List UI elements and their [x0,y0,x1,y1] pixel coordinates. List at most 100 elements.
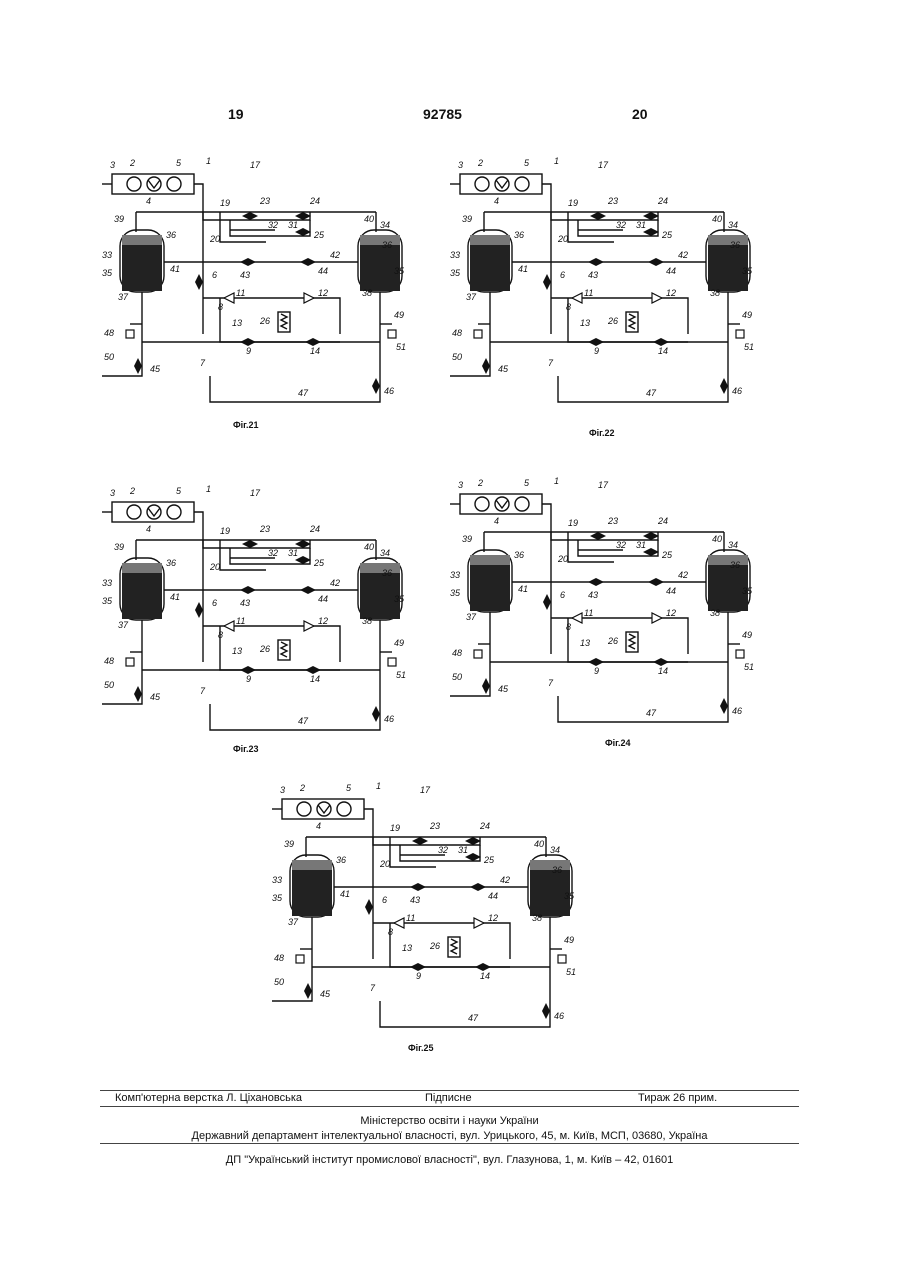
valve-icon [653,338,669,346]
footer-ministry: Міністерство освіти і науки України [100,1115,799,1127]
ref-label: 47 [298,388,309,398]
ref-label: 9 [246,346,251,356]
ref-label: 49 [394,310,404,320]
ref-label: 32 [268,548,278,558]
ref-label: 35 [564,891,575,901]
ref-label: 1 [206,484,211,494]
ref-label: 43 [588,270,598,280]
ref-label: 7 [200,686,206,696]
ref-label: 35 [102,596,113,606]
ref-label: 19 [568,198,578,208]
valve-icon [590,532,606,540]
valve-icon [543,594,551,610]
process-schematic: 3 2 5 4 1 17 19 23 24 25 32 31 20 39 40 … [100,478,400,743]
valve-icon [372,378,380,394]
ref-label: 34 [380,220,390,230]
desiccant-bed-left [470,565,510,611]
ref-label: 5 [346,783,352,793]
desiccant-top-left [122,563,162,573]
ref-label: 17 [250,160,261,170]
valve-icon [588,338,604,346]
ref-label: 11 [236,616,245,626]
ref-label: 47 [646,708,657,718]
valve-icon [295,540,311,548]
ref-label: 5 [176,486,182,496]
footer-circulation: Тираж 26 прим. [638,1092,717,1104]
valve-icon [365,899,373,915]
ref-label: 32 [616,540,626,550]
drain-trap-icon [126,330,134,338]
ref-label: 25 [661,550,673,560]
ref-label: 35 [450,588,461,598]
ref-label: 13 [232,318,242,328]
ref-label: 6 [212,598,217,608]
ref-label: 20 [209,562,220,572]
ref-label: 40 [534,839,544,849]
page-number-left: 19 [228,106,244,122]
valve-icon [643,532,659,540]
desiccant-bed-left [122,245,162,291]
figure-caption: Фіг.23 [233,744,259,754]
ref-label: 33 [450,250,460,260]
ref-label: 35 [394,266,405,276]
check-valve-icon [474,918,484,928]
ref-label: 8 [388,927,393,937]
ref-label: 24 [479,821,490,831]
ref-label: 3 [110,488,115,498]
ref-label: 7 [200,358,206,368]
drain-trap-icon [736,330,744,338]
ref-label: 36 [336,855,346,865]
ref-label: 48 [274,953,284,963]
ref-label: 25 [661,230,673,240]
ref-label: 13 [580,638,590,648]
ref-label: 20 [209,234,220,244]
ref-label: 43 [410,895,420,905]
ref-label: 14 [658,666,668,676]
ref-label: 1 [206,156,211,166]
ref-label: 20 [557,234,568,244]
ref-label: 26 [429,941,440,951]
ref-label: 36 [730,560,740,570]
ref-label: 13 [232,646,242,656]
ref-label: 41 [170,592,180,602]
valve-icon [410,963,426,971]
separator-icon [167,177,181,191]
ref-label: 46 [732,706,742,716]
ref-label: 50 [104,680,114,690]
ref-label: 6 [560,270,565,280]
ref-label: 40 [364,542,374,552]
ref-label: 33 [272,875,282,885]
footer-rule [100,1090,799,1091]
ref-label: 49 [394,638,404,648]
desiccant-top-right [708,235,748,245]
ref-label: 50 [452,352,462,362]
valve-icon [412,837,428,845]
ref-label: 5 [524,478,530,488]
valve-icon [240,586,256,594]
valve-icon [305,666,321,674]
process-schematic: 3 2 5 4 1 17 19 23 24 25 32 31 20 39 40 … [448,150,748,415]
check-valve-icon [224,293,234,303]
ref-label: 4 [494,516,499,526]
ref-label: 39 [114,214,124,224]
ref-label: 12 [666,288,676,298]
valve-icon [720,378,728,394]
ref-label: 44 [488,891,498,901]
ref-label: 19 [390,823,400,833]
ref-label: 35 [394,594,405,604]
figure-caption: Фіг.22 [589,428,615,438]
footer-department: Державний департамент інтелектуальної вл… [100,1130,799,1142]
ref-label: 38 [362,288,372,298]
check-valve-icon [572,613,582,623]
ref-label: 48 [104,656,114,666]
ref-label: 39 [462,534,472,544]
ref-label: 7 [548,358,554,368]
ref-label: 5 [176,158,182,168]
compressor-icon [127,177,141,191]
ref-label: 50 [274,977,284,987]
ref-label: 1 [376,781,381,791]
valve-icon [542,1003,550,1019]
ref-label: 46 [384,714,394,724]
ref-label: 13 [402,943,412,953]
ref-label: 41 [170,264,180,274]
